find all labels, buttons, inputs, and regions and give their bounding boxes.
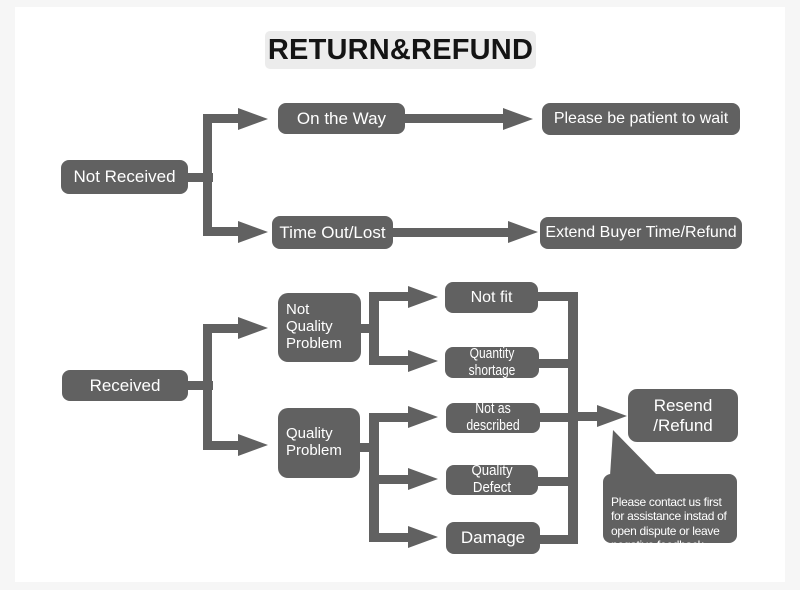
arrowhead-not-quality-problem [238, 317, 268, 339]
node-quality-defect-label: Quality Defect [471, 462, 513, 496]
note-text: Please contact us first for assistance i… [611, 494, 727, 553]
node-not-fit-label: Not fit [470, 288, 513, 306]
node-not-received: Not Received [61, 160, 188, 194]
node-on-the-way: On the Way [278, 103, 405, 134]
arrowhead-not-as-described [408, 406, 438, 428]
connector-not-received-stub [186, 173, 213, 182]
connector-resend-line [577, 412, 599, 421]
page-title-label: RETURN&REFUND [267, 33, 534, 66]
node-not-received-label: Not Received [73, 167, 176, 187]
connector-not-quality-line [210, 324, 240, 333]
node-quantity-shortage-label: Quantity shortage [468, 344, 516, 379]
connector-timeout-to-extend [393, 228, 510, 237]
node-received-label: Received [89, 375, 161, 395]
connector-not-as-described-line [377, 413, 410, 422]
note-bubble: Please contact us first for assistance i… [603, 474, 737, 552]
arrowhead-please-wait [503, 108, 533, 130]
node-not-as-described: Not as described [446, 400, 540, 434]
node-received: Received [62, 370, 188, 401]
connector-not-fit-line [377, 292, 410, 301]
arrowhead-resend-refund [597, 405, 627, 427]
connector-not-quality-out-stub [352, 324, 374, 333]
connector-damage-collector [539, 535, 573, 544]
arrowhead-damage [408, 526, 438, 548]
node-resend-refund-label: Resend /Refund [653, 396, 713, 435]
connector-quality-out-stub [351, 443, 374, 452]
connector-on-the-way-to-wait [405, 114, 505, 123]
connector-collector-trunk [568, 292, 578, 544]
page-title: RETURN&REFUND [265, 31, 536, 69]
connector-not-fit-collector [537, 292, 573, 301]
connector-quality-trunk [369, 413, 379, 542]
connector-not-quality-trunk [369, 292, 379, 365]
connector-not-as-described-collector [539, 413, 573, 422]
node-on-the-way-label: On the Way [296, 108, 387, 128]
connector-time-out-line [210, 227, 240, 236]
arrowhead-quantity-shortage [408, 350, 438, 372]
arrowhead-quality-problem [238, 434, 268, 456]
node-not-quality-problem-label: Not Quality Problem [286, 301, 342, 352]
note-bubble-tail [610, 430, 658, 476]
node-damage: Damage [446, 522, 540, 554]
node-quality-defect: Quality Defect [446, 462, 538, 496]
node-damage-label: Damage [460, 528, 526, 548]
node-time-out-lost: Time Out/Lost [272, 216, 393, 249]
node-extend-refund: Extend Buyer Time/Refund [540, 217, 742, 249]
node-not-as-described-label: Not as described [466, 400, 520, 434]
connector-not-received-trunk [203, 114, 212, 236]
connector-quantity-collector [538, 359, 573, 368]
node-not-fit: Not fit [445, 282, 538, 313]
node-resend-refund: Resend /Refund [628, 389, 738, 442]
arrowhead-time-out [238, 221, 268, 243]
arrowhead-on-the-way [238, 108, 268, 130]
connector-on-the-way-line [210, 114, 240, 123]
node-quality-problem: Quality Problem [278, 408, 360, 478]
connector-received-trunk [203, 324, 212, 450]
arrowhead-not-fit [408, 286, 438, 308]
connector-damage-line [377, 533, 410, 542]
node-quantity-shortage: Quantity shortage [445, 344, 539, 379]
connector-quality-defect-line [377, 475, 410, 484]
arrowhead-quality-defect [408, 468, 438, 490]
arrowhead-extend-refund [508, 221, 538, 243]
node-please-wait: Please be patient to wait [542, 103, 740, 135]
node-please-wait-label: Please be patient to wait [553, 110, 729, 128]
connector-quantity-line [377, 356, 410, 365]
node-not-quality-problem: Not Quality Problem [278, 293, 361, 362]
connector-quality-defect-collector [537, 477, 573, 486]
node-extend-refund-label: Extend Buyer Time/Refund [545, 224, 737, 242]
connector-quality-line [210, 441, 240, 450]
node-quality-problem-label: Quality Problem [286, 425, 342, 459]
connector-received-stub [186, 381, 213, 390]
node-time-out-lost-label: Time Out/Lost [279, 222, 386, 242]
